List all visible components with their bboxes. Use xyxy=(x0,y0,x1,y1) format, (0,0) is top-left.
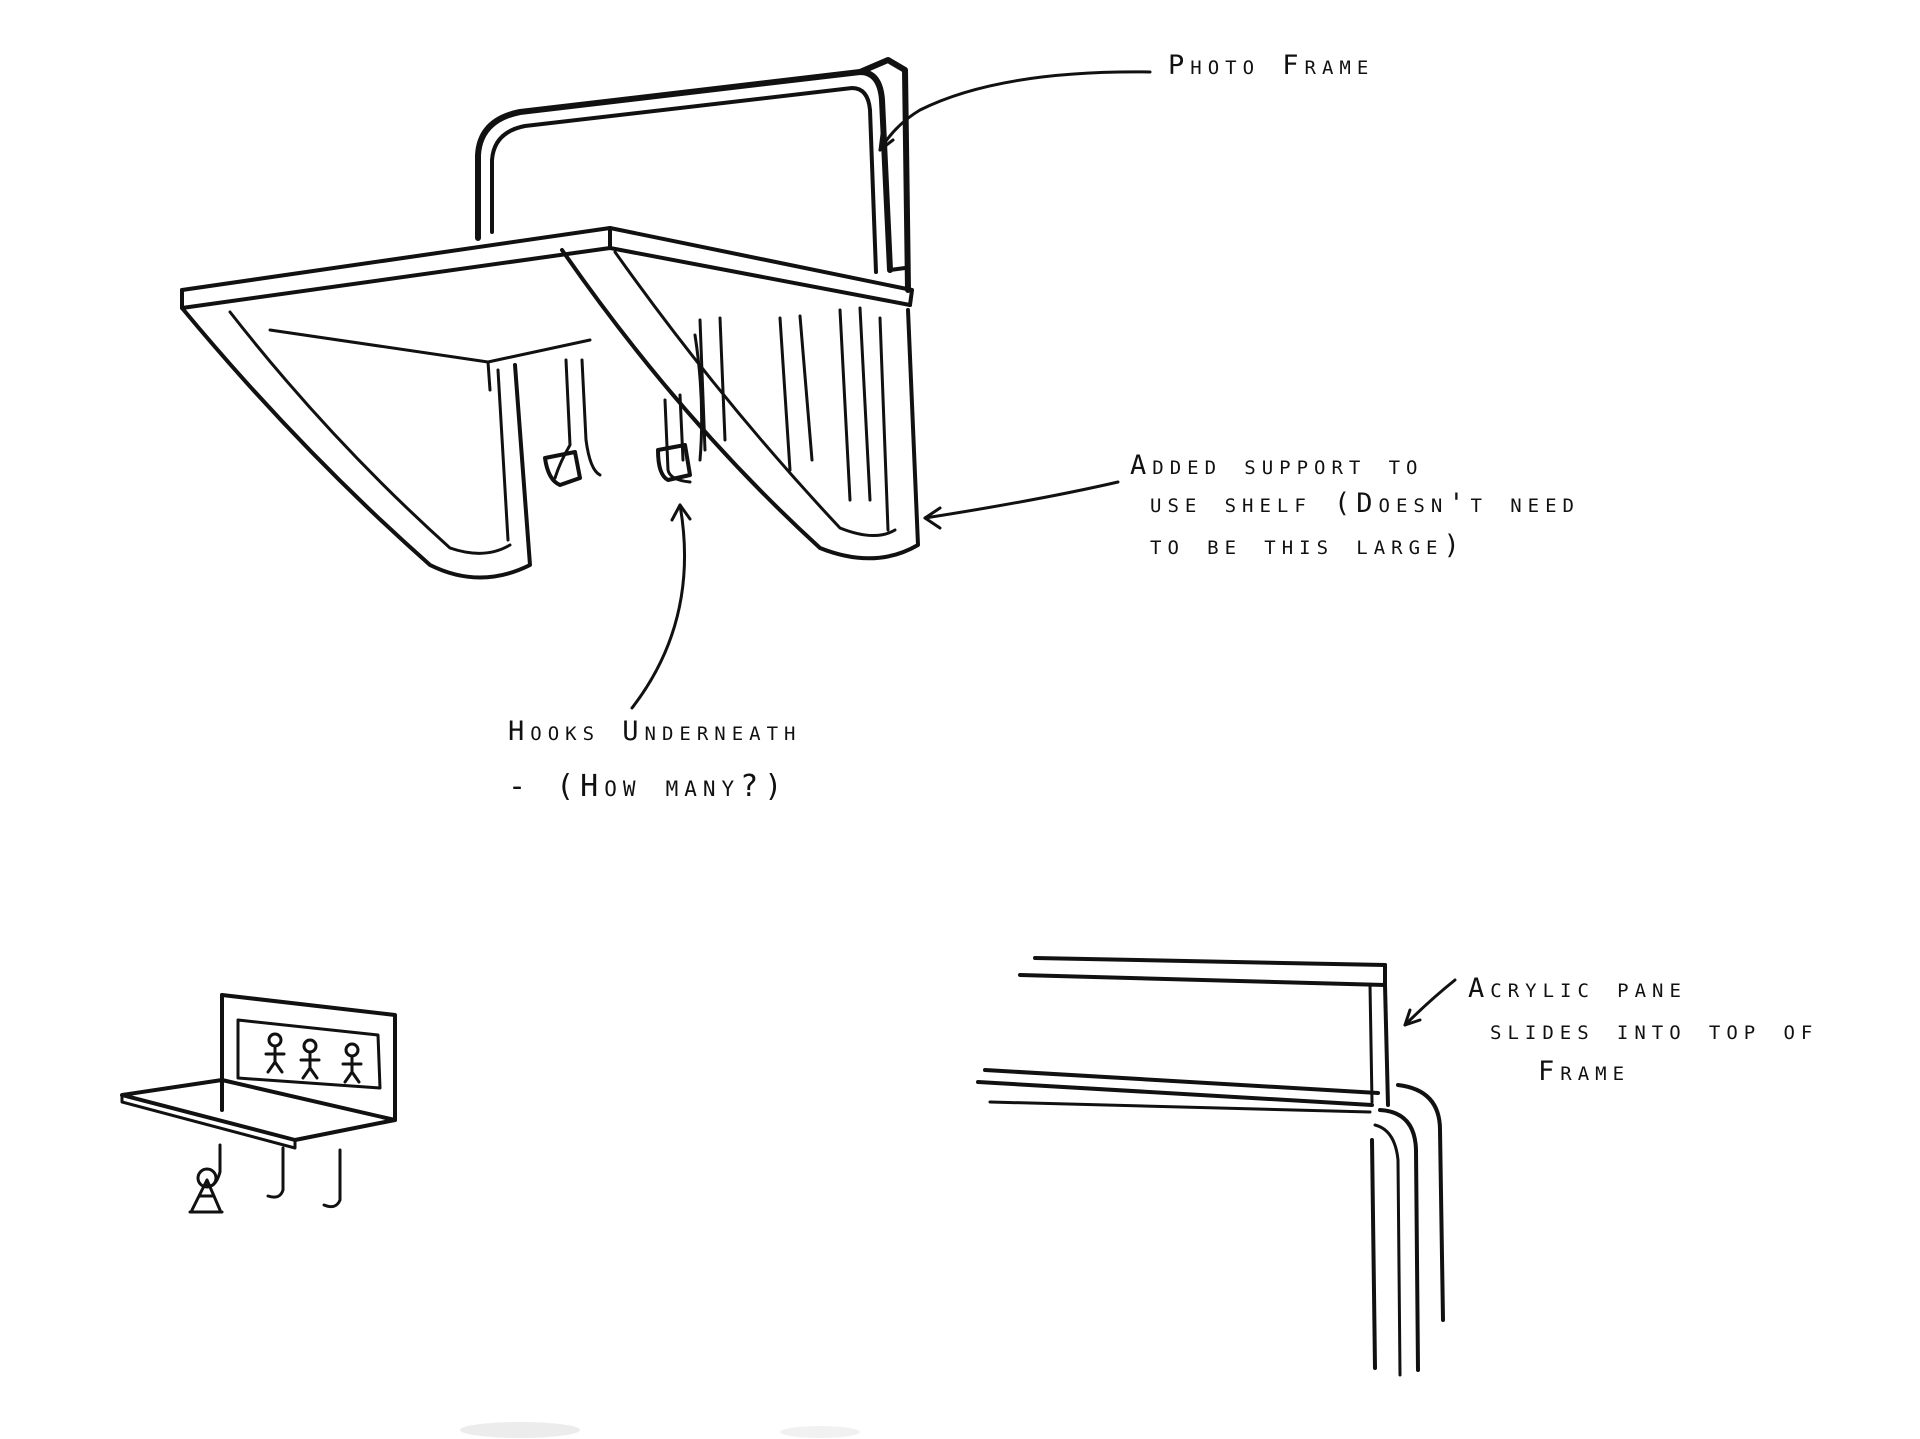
label-added-support-line3: to be this large) xyxy=(1150,530,1466,561)
stick-figures xyxy=(264,1032,363,1084)
label-acrylic-line1: Acrylic pane xyxy=(1468,973,1687,1004)
annotation-arrows xyxy=(630,70,1152,710)
left-support xyxy=(180,306,532,580)
label-hooks-line2: - (How many?) xyxy=(508,769,789,804)
label-acrylic-line2: slides into top of xyxy=(1490,1015,1819,1046)
label-photo-frame: Photo Frame xyxy=(1168,50,1375,81)
right-support xyxy=(560,248,920,561)
main-shelf-sketch xyxy=(180,57,1152,710)
back-posts xyxy=(698,306,872,502)
paper-shadow xyxy=(780,1426,860,1438)
acrylic-detail-sketch xyxy=(976,956,1457,1377)
paper-shadow xyxy=(460,1422,580,1438)
label-hooks-line1: Hooks Underneath xyxy=(508,716,802,747)
shelf-top xyxy=(180,226,914,392)
label-acrylic-line3: Frame xyxy=(1538,1056,1631,1087)
photo-frame xyxy=(475,57,911,293)
label-added-support-line1: Added support to xyxy=(1130,450,1424,481)
label-added-support-line2: use shelf (Doesn't need xyxy=(1150,488,1580,519)
mini-shelf-sketch xyxy=(120,993,397,1214)
hook-shapes xyxy=(543,333,704,487)
